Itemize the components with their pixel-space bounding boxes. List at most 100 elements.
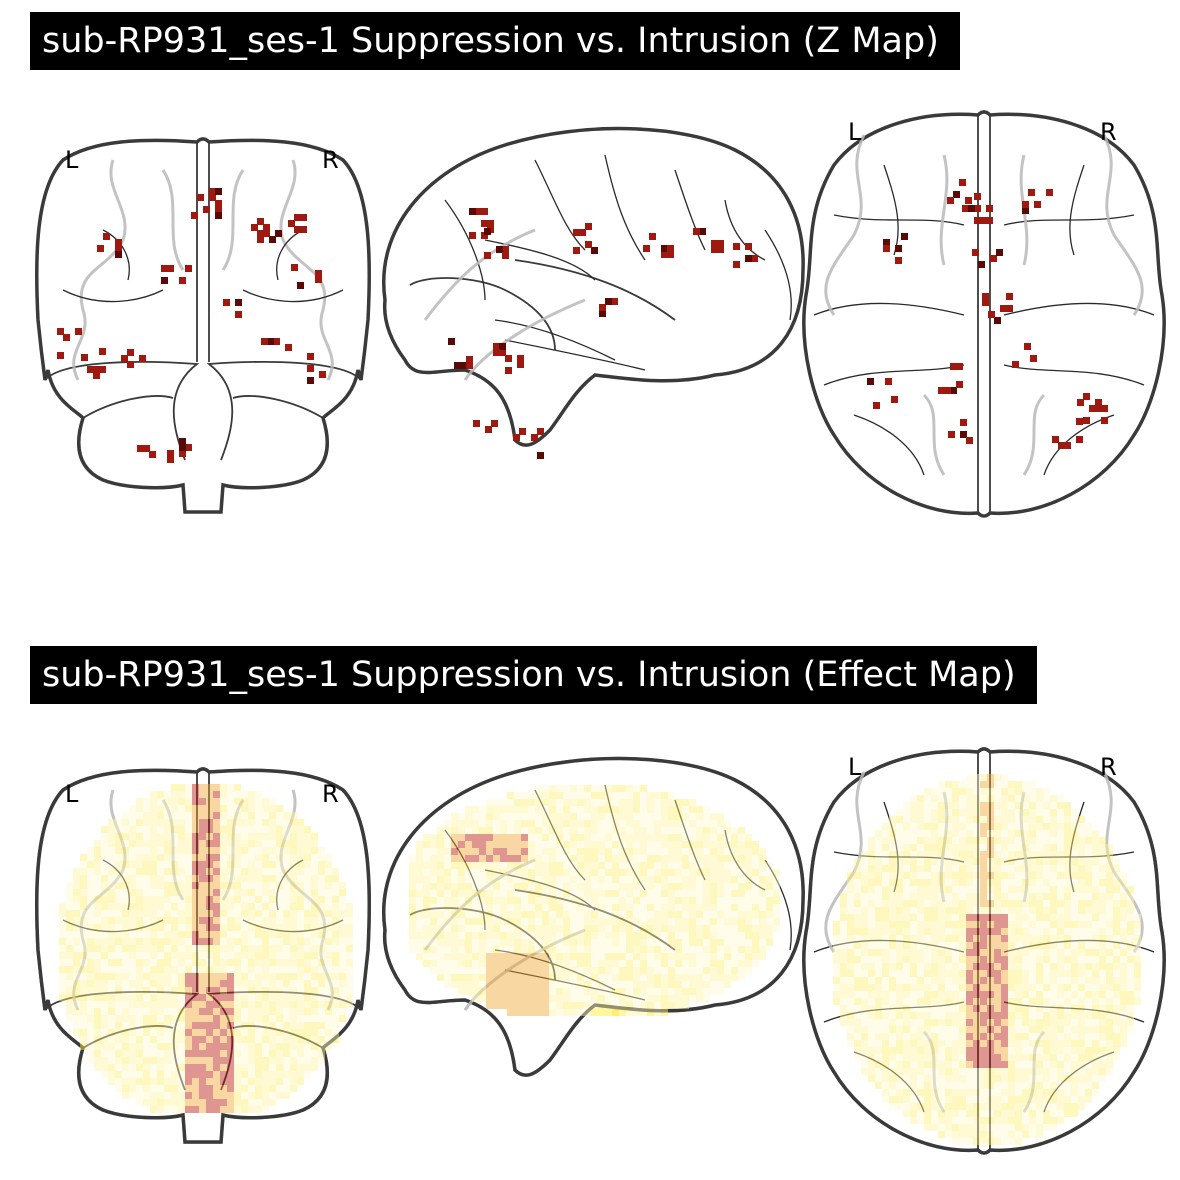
voxel xyxy=(179,438,186,445)
voxel xyxy=(179,444,186,451)
voxel xyxy=(1052,436,1059,443)
voxel xyxy=(261,338,268,345)
voxel xyxy=(121,355,128,362)
voxel xyxy=(257,230,264,237)
voxel xyxy=(717,246,724,253)
voxel xyxy=(197,194,204,201)
voxel xyxy=(619,1009,626,1016)
voxel xyxy=(531,434,538,441)
voxel xyxy=(643,245,650,252)
voxel xyxy=(473,420,480,427)
voxel xyxy=(988,311,995,318)
voxel xyxy=(57,352,64,359)
voxel xyxy=(733,261,740,268)
voxel xyxy=(115,245,122,252)
voxel xyxy=(1083,417,1090,424)
voxel xyxy=(661,245,668,252)
voxel xyxy=(972,249,979,256)
voxel xyxy=(215,200,222,207)
voxel xyxy=(99,348,106,355)
z-axial-left-label: L xyxy=(848,118,862,146)
voxel xyxy=(1095,405,1102,412)
voxel xyxy=(288,220,295,227)
voxel xyxy=(537,452,544,459)
voxel xyxy=(263,230,270,237)
voxel xyxy=(127,361,134,368)
effect-coronal-view xyxy=(34,767,372,1144)
voxel xyxy=(499,349,506,356)
voxel xyxy=(1028,189,1035,196)
z-coronal-right-label: R xyxy=(322,146,339,174)
voxel xyxy=(611,298,618,305)
voxel xyxy=(956,381,963,388)
voxel xyxy=(469,232,476,239)
voxel xyxy=(711,246,718,253)
voxel xyxy=(454,362,461,369)
voxel xyxy=(475,208,482,215)
voxel xyxy=(97,245,104,252)
voxel xyxy=(294,226,301,233)
voxel xyxy=(1058,442,1065,449)
voxel xyxy=(605,1009,612,1016)
voxel xyxy=(599,310,606,317)
voxel xyxy=(1000,305,1007,312)
voxel xyxy=(103,233,110,240)
voxel xyxy=(974,193,981,200)
voxel xyxy=(953,191,960,198)
voxel xyxy=(711,240,718,247)
voxel xyxy=(901,233,908,240)
voxel xyxy=(733,243,740,250)
z-sagittal-view xyxy=(381,126,805,459)
voxel xyxy=(517,355,524,362)
voxel xyxy=(319,371,326,378)
voxel xyxy=(579,229,586,236)
voxel xyxy=(505,367,512,374)
voxel xyxy=(484,252,491,259)
voxel xyxy=(300,214,307,221)
voxel xyxy=(161,277,168,284)
voxel xyxy=(968,205,975,212)
voxel xyxy=(956,363,963,370)
voxel xyxy=(591,247,598,254)
voxel xyxy=(960,419,967,426)
voxel xyxy=(185,265,192,272)
voxel xyxy=(938,387,945,394)
voxel xyxy=(291,264,298,271)
voxel xyxy=(191,212,198,219)
voxel xyxy=(667,251,674,258)
voxel xyxy=(978,261,985,268)
voxel xyxy=(883,239,890,246)
voxel xyxy=(895,257,902,264)
voxel xyxy=(947,197,954,204)
voxel xyxy=(980,217,987,224)
voxel xyxy=(215,188,222,195)
voxel xyxy=(1012,361,1019,368)
voxel xyxy=(1046,189,1053,196)
voxel xyxy=(481,232,488,239)
voxel xyxy=(1076,436,1083,443)
voxel xyxy=(1077,399,1084,406)
voxel xyxy=(667,245,674,252)
voxel xyxy=(502,252,509,259)
voxel xyxy=(484,228,491,235)
effect-coronal-left-label: L xyxy=(65,780,79,808)
voxel xyxy=(1101,417,1108,424)
voxel xyxy=(448,338,455,345)
voxel xyxy=(1101,405,1108,412)
voxel xyxy=(982,299,989,306)
voxel xyxy=(633,1009,640,1016)
voxel xyxy=(885,378,892,385)
voxel xyxy=(1022,207,1029,214)
voxel xyxy=(745,255,752,262)
effect-coronal-right-label: R xyxy=(322,780,339,808)
voxel xyxy=(965,197,972,204)
voxel xyxy=(273,338,280,345)
voxel xyxy=(307,353,314,360)
voxel xyxy=(307,377,314,384)
voxel xyxy=(966,437,973,444)
voxel xyxy=(294,214,301,221)
voxel xyxy=(867,378,874,385)
voxel xyxy=(235,299,242,306)
voxel xyxy=(573,229,580,236)
